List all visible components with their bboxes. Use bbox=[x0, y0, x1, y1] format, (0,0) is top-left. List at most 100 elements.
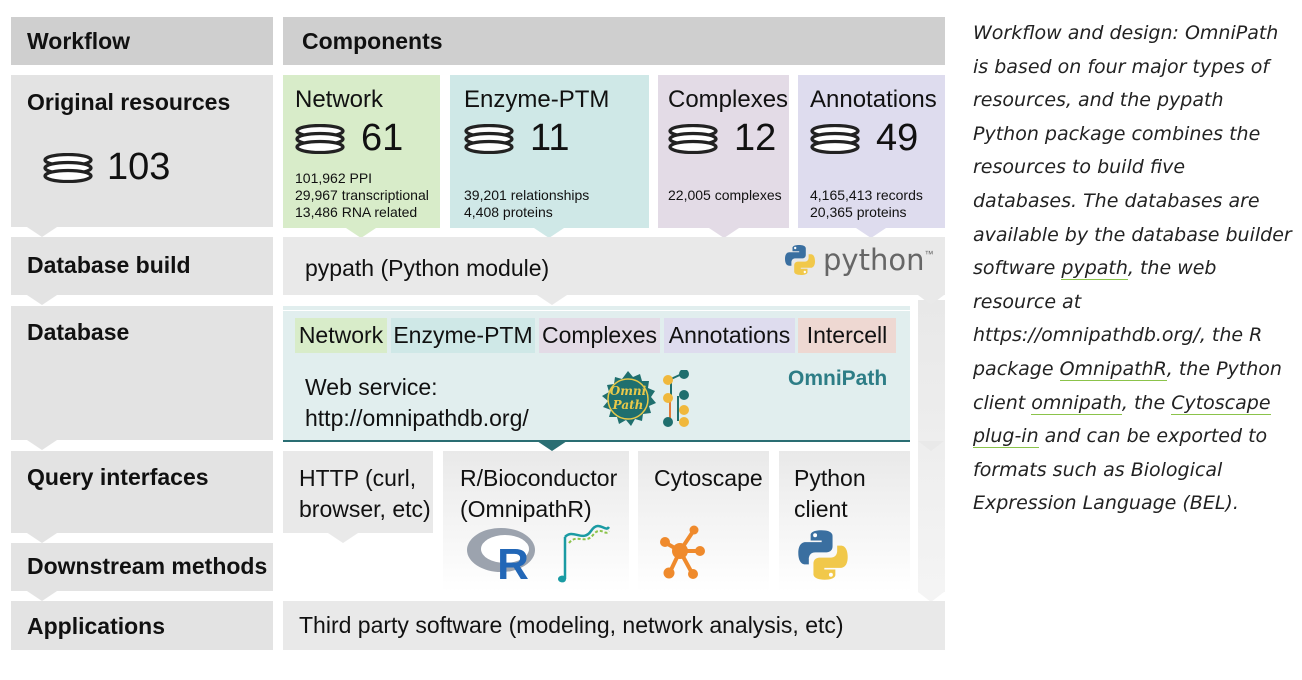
flow-arrow bbox=[27, 440, 57, 450]
components-header: Components bbox=[283, 17, 945, 65]
stat-line: 4,165,413 records bbox=[810, 187, 923, 203]
resource-count: 61 bbox=[361, 117, 404, 159]
database-icon bbox=[295, 123, 345, 154]
caption-text: , the web resource at https://omnipathdb… bbox=[973, 257, 1263, 380]
build-panel: pypath (Python module) python ™ bbox=[283, 237, 945, 295]
omnipath-logo: Omni Path bbox=[602, 370, 689, 427]
query-python-label-1: Python bbox=[794, 465, 866, 491]
stat-line: 13,486 RNA related bbox=[295, 204, 418, 220]
flow-arrow bbox=[521, 592, 551, 602]
resource-name: Annotations bbox=[810, 86, 937, 113]
flow-arrow bbox=[27, 533, 57, 543]
caption-link-cytoscape-plugin[interactable]: Cytoscape plug-in bbox=[973, 391, 1271, 449]
database-icon bbox=[43, 152, 93, 183]
stage-query-interfaces: Query interfaces bbox=[11, 451, 273, 533]
applications-text: Third party software (modeling, network … bbox=[299, 612, 844, 638]
caption-link-pypath[interactable]: pypath bbox=[1061, 257, 1128, 281]
resource-count: 49 bbox=[876, 117, 919, 159]
stage-downstream-methods: Downstream methods bbox=[11, 543, 273, 591]
query-http: HTTP (curl, browser, etc) bbox=[283, 451, 433, 533]
flow-arrow bbox=[709, 228, 739, 238]
resource-stats: 101,962 PPI 29,967 transcriptional 13,48… bbox=[295, 170, 440, 221]
database-underline bbox=[283, 440, 910, 442]
stage-label: Query interfaces bbox=[27, 464, 209, 490]
resource-card-network: Network 61 101,962 PPI 29,967 transcript… bbox=[283, 75, 440, 228]
caption-text: Workflow and design: OmniPath is based o… bbox=[973, 22, 1292, 280]
omnipath-logo-text-1: Omni bbox=[610, 384, 647, 398]
db-pill-complexes: Complexes bbox=[539, 318, 660, 353]
bioconductor-icon bbox=[558, 524, 611, 583]
flow-arrow bbox=[537, 295, 567, 305]
stage-original-resources: Original resources 103 bbox=[11, 75, 273, 227]
original-total-count: 103 bbox=[107, 146, 171, 188]
stage-label: Downstream methods bbox=[27, 553, 268, 579]
caption-link-omnipath[interactable]: omnipath bbox=[1031, 391, 1122, 415]
web-service-url[interactable]: http://omnipathdb.org/ bbox=[305, 405, 529, 431]
r-logo-letter: R bbox=[497, 540, 529, 583]
db-pill-enzyme-ptm: Enzyme-PTM bbox=[391, 318, 535, 353]
resource-count: 11 bbox=[530, 117, 570, 159]
db-pill-intercell: Intercell bbox=[798, 318, 896, 353]
stage-label: Original resources bbox=[27, 89, 231, 115]
resource-count: 12 bbox=[734, 117, 777, 159]
caption-text: and can be exported to formats such as B… bbox=[973, 425, 1268, 515]
resource-card-enzyme-ptm: Enzyme-PTM 11 39,201 relationships 4,408… bbox=[450, 75, 649, 228]
stage-applications: Applications bbox=[11, 601, 273, 650]
flow-arrow bbox=[918, 295, 944, 305]
stat-line bbox=[668, 170, 789, 187]
omnipath-logo-text-2: Path bbox=[612, 398, 644, 412]
flow-arrow bbox=[856, 228, 886, 238]
flow-arrow bbox=[918, 592, 944, 602]
caption-text: , the bbox=[1121, 391, 1172, 414]
query-python-label-2: client bbox=[794, 496, 848, 522]
db-pill-annotations: Annotations bbox=[664, 318, 795, 353]
figure-caption: Workflow and design: OmniPath is based o… bbox=[973, 17, 1293, 521]
stat-line: 29,967 transcriptional bbox=[295, 187, 429, 203]
python-icon bbox=[798, 530, 848, 580]
flow-arrow bbox=[826, 592, 856, 602]
resource-card-annotations: Annotations 49 4,165,413 records 20,365 … bbox=[798, 75, 945, 228]
database-icon bbox=[668, 123, 718, 154]
workflow-header: Workflow bbox=[11, 17, 273, 65]
stat-line: 4,408 proteins bbox=[464, 204, 553, 220]
flow-arrow bbox=[27, 295, 57, 305]
flow-arrow bbox=[534, 228, 564, 238]
python-logo: python ™ bbox=[783, 243, 933, 277]
database-icon bbox=[810, 123, 860, 154]
resource-card-complexes: Complexes 12 22,005 complexes bbox=[658, 75, 789, 228]
stat-line: 39,201 relationships bbox=[464, 187, 590, 203]
database-icon bbox=[464, 123, 514, 154]
query-python-client: Python client bbox=[779, 451, 910, 592]
stage-label: Applications bbox=[27, 613, 166, 639]
stage-label: Database bbox=[27, 319, 130, 345]
resource-name: Network bbox=[295, 86, 384, 113]
web-service: Web service: http://omnipathdb.org/ bbox=[305, 372, 529, 434]
stat-line bbox=[464, 170, 649, 187]
build-text: pypath (Python module) bbox=[305, 255, 550, 281]
flow-arrow bbox=[27, 591, 57, 601]
query-cytoscape: Cytoscape bbox=[638, 451, 769, 592]
flow-arrow bbox=[537, 441, 567, 451]
query-http-label-1: HTTP (curl, bbox=[299, 465, 417, 491]
stage-label: Database build bbox=[27, 252, 191, 278]
stat-line: 22,005 complexes bbox=[668, 187, 782, 203]
query-r-label-2: (OmnipathR) bbox=[460, 496, 592, 522]
python-icon bbox=[785, 245, 815, 275]
r-logo: R bbox=[467, 528, 535, 583]
flow-arrow bbox=[346, 228, 376, 238]
caption-link-omnipathr[interactable]: OmnipathR bbox=[1059, 357, 1167, 381]
resource-stats: 4,165,413 records 20,365 proteins bbox=[810, 170, 945, 221]
stage-database: Database bbox=[11, 306, 273, 440]
original-total: 103 bbox=[43, 146, 273, 189]
stat-line bbox=[810, 170, 945, 187]
flow-arrow bbox=[918, 441, 944, 451]
trademark: ™ bbox=[924, 249, 934, 259]
web-service-label: Web service: bbox=[305, 374, 438, 400]
query-r-label-1: R/Bioconductor bbox=[460, 465, 618, 491]
stat-line: 20,365 proteins bbox=[810, 204, 907, 220]
db-pill-network: Network bbox=[295, 318, 387, 353]
query-http-label-2: browser, etc) bbox=[299, 496, 431, 522]
resource-name: Complexes bbox=[668, 86, 789, 113]
caption-text: , the Python client bbox=[973, 357, 1282, 414]
resource-stats: 39,201 relationships 4,408 proteins bbox=[464, 170, 649, 221]
